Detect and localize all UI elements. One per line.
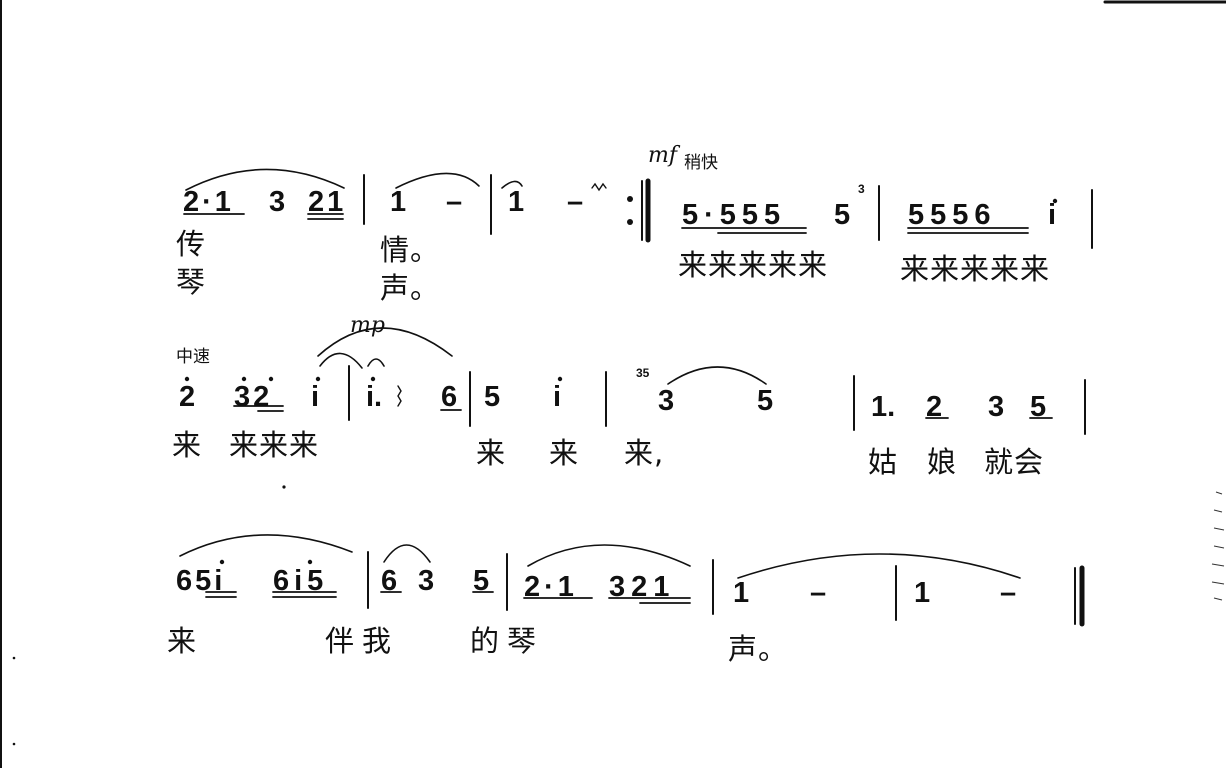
octave-dot [307, 559, 313, 565]
lyric: 声。 [380, 271, 441, 305]
glissando-mark [397, 385, 402, 407]
tempo-marking-faster: 稍快 [684, 153, 718, 173]
slur [383, 544, 431, 563]
lyric: 来来来来来 [678, 248, 829, 282]
dash: – [446, 186, 463, 218]
note: 3 [418, 565, 435, 597]
lyric: 来来来来来 [900, 252, 1051, 286]
octave-dot [315, 376, 321, 382]
note: 2 [179, 381, 196, 413]
note-group: 21 [308, 186, 347, 218]
lyric: 来, [624, 436, 665, 470]
octave-dot [1052, 198, 1058, 204]
lyric: 琴 [176, 265, 207, 299]
stray-mark [12, 742, 16, 746]
note: 1 [733, 577, 750, 609]
glissando-mark [591, 182, 607, 192]
slur [737, 553, 1021, 579]
note-group: 5·555 [682, 199, 787, 231]
lyric: 娘 [927, 445, 958, 479]
stray-mark [282, 485, 286, 489]
note: i. [366, 381, 383, 413]
grace-note: 3 [858, 182, 865, 196]
lyric: 伴我 [325, 624, 400, 658]
note: 5 [484, 381, 501, 413]
slur [395, 172, 480, 189]
note: i [311, 381, 320, 413]
note: 1 [390, 186, 407, 218]
repeat-dot [627, 196, 633, 202]
note: 1 [508, 186, 525, 218]
lyric: 来 [549, 436, 580, 470]
note-group: 2·1 [524, 571, 578, 603]
dash: – [810, 577, 827, 609]
note-group: 6i5 [273, 565, 329, 597]
octave-dot [219, 559, 225, 565]
note-group: 5556 [908, 199, 997, 231]
note: 3 [269, 186, 286, 218]
note: i [1048, 199, 1057, 231]
lyric: 情。 [380, 233, 441, 267]
slur [527, 544, 691, 567]
octave-dot [370, 376, 376, 382]
dash: – [567, 186, 584, 218]
octave-dot [241, 376, 247, 382]
repeat-dot [627, 219, 633, 225]
note: 5 [757, 385, 774, 417]
dynamic-mf: mf [648, 143, 678, 168]
slur [185, 168, 345, 191]
dash: – [1000, 577, 1017, 609]
lyric: 的琴 [470, 624, 545, 658]
octave-dot [268, 376, 274, 382]
note-group: 65i [176, 565, 226, 597]
slur [501, 180, 523, 189]
note: 3 [988, 391, 1005, 423]
grace-note: 35 [636, 366, 650, 380]
octave-dot [557, 376, 563, 382]
lyric: 来 [167, 624, 198, 658]
note: 1 [914, 577, 931, 609]
note: 2 [926, 391, 943, 423]
note: 3 [658, 385, 675, 417]
lyric: 姑 [868, 445, 899, 479]
note: i [553, 381, 562, 413]
note: 1. [871, 391, 896, 423]
note: 5 [473, 565, 490, 597]
note-group: 321 [609, 571, 676, 603]
note-group: 2·1 [183, 186, 234, 218]
slur [317, 327, 453, 357]
lyric: 声。 [728, 632, 789, 666]
note: 5 [834, 199, 851, 231]
lyric: 来 [476, 436, 507, 470]
stray-mark [12, 656, 16, 660]
note: 5 [1030, 391, 1047, 423]
lyric: 传 [176, 227, 207, 261]
slur [319, 352, 363, 369]
slur [179, 534, 353, 557]
scan-edge-noise [1211, 491, 1225, 601]
note-group: 32 [234, 381, 273, 413]
tempo-marking-moderate: 中速 [176, 347, 210, 367]
octave-dot [184, 376, 190, 382]
lyric: 就会 [984, 445, 1045, 479]
lyric: 来来来 [229, 428, 320, 462]
note: 6 [381, 565, 398, 597]
slur [367, 358, 385, 367]
dynamic-mp: mp [350, 313, 385, 338]
lyric: 来 [172, 428, 203, 462]
note: 6 [441, 381, 458, 413]
slur [667, 366, 767, 385]
